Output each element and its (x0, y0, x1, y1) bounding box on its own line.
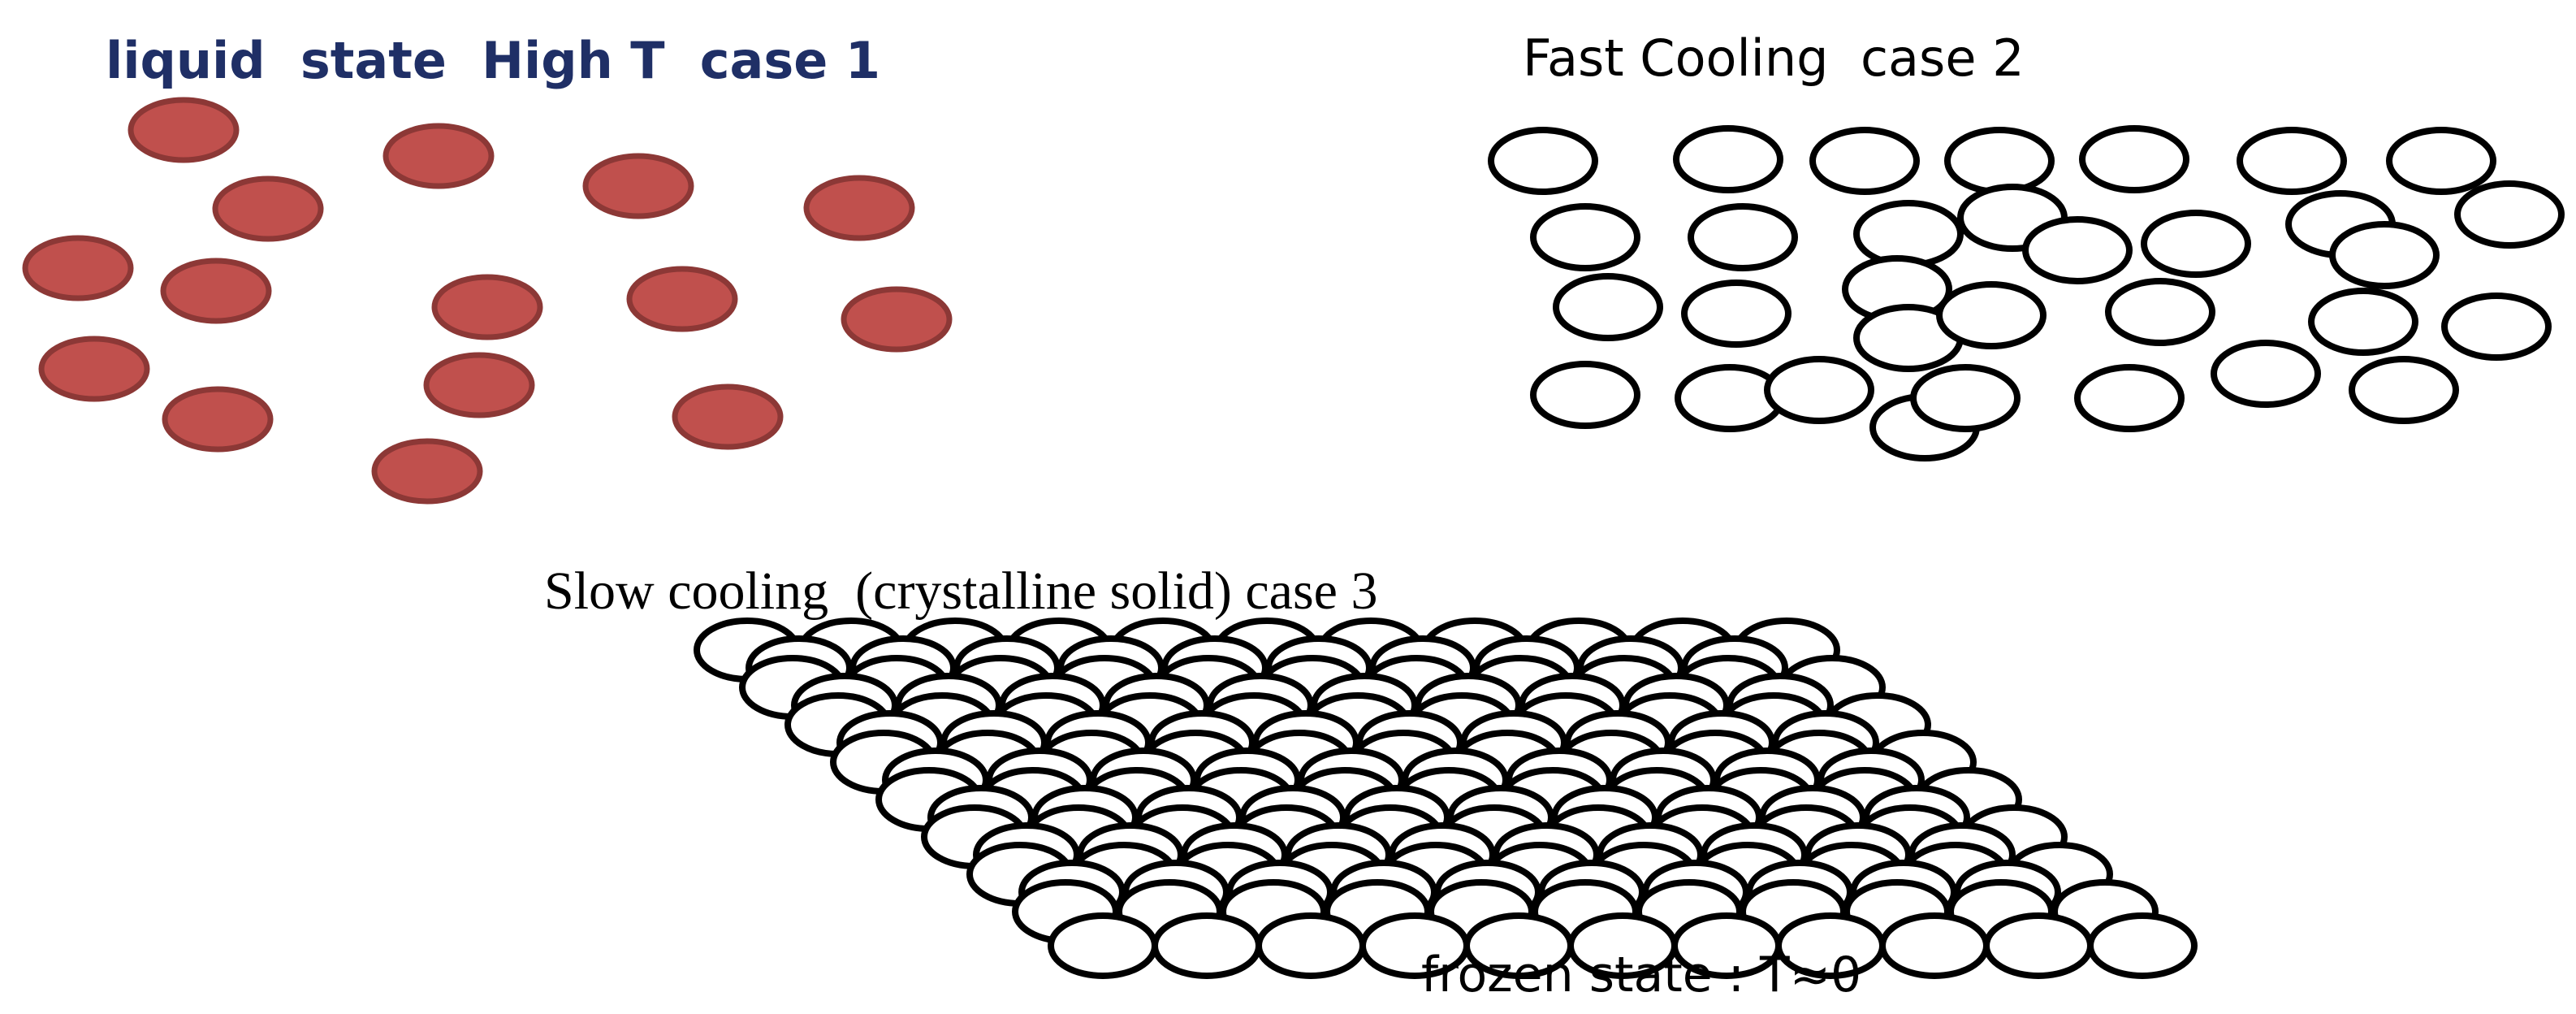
case1-title: liquid state High T case 1 (106, 31, 880, 90)
case2-title: Fast Cooling case 2 (1523, 28, 2025, 88)
amorphous-particle (1764, 356, 1874, 424)
liquid-particle (626, 266, 738, 332)
case3-particles (694, 618, 2198, 979)
liquid-particle (431, 274, 543, 340)
crystal-particle (2087, 912, 2198, 979)
liquid-particle (371, 438, 483, 505)
amorphous-particle (2105, 278, 2215, 346)
amorphous-particle (2074, 364, 2185, 432)
amorphous-particle (2079, 125, 2189, 193)
liquid-particle (423, 352, 535, 418)
amorphous-particle (1530, 203, 1640, 271)
amorphous-particle (1853, 200, 1964, 268)
amorphous-particle (1681, 280, 1792, 348)
amorphous-particle (2141, 210, 2251, 278)
case1-particles (22, 97, 953, 505)
liquid-particle (841, 286, 953, 353)
liquid-particle (212, 176, 324, 242)
case2-particles (1488, 125, 2565, 462)
amorphous-particle (2237, 127, 2347, 195)
amorphous-particle (1809, 127, 1920, 195)
amorphous-particle (2329, 221, 2440, 289)
amorphous-particle (1553, 273, 1663, 341)
amorphous-particle (1944, 127, 2055, 195)
amorphous-particle (2022, 216, 2133, 284)
liquid-particle (582, 153, 694, 219)
crystal-particle (1983, 912, 2094, 979)
amorphous-particle (1910, 364, 2021, 432)
liquid-particle (672, 384, 784, 450)
amorphous-particle (2441, 292, 2552, 361)
liquid-particle (128, 97, 240, 163)
amorphous-particle (1530, 361, 1640, 429)
amorphous-particle (2349, 356, 2459, 424)
liquid-particle (803, 175, 915, 241)
crystal-particle (1879, 912, 1990, 979)
liquid-particle (22, 235, 134, 301)
case3-title: Slow cooling (crystalline solid) case 3 (544, 561, 1377, 621)
amorphous-particle (2308, 288, 2418, 356)
amorphous-particle (1673, 125, 1783, 193)
liquid-particle (160, 258, 272, 324)
amorphous-particle (2454, 180, 2565, 249)
amorphous-particle (1488, 127, 1598, 195)
case1-liquid-panel: liquid state High T case 1 (22, 31, 953, 505)
amorphous-particle (1688, 203, 1798, 271)
amorphous-particle (2211, 340, 2321, 408)
crystal-particle (1256, 912, 1366, 979)
frozen-state-label: frozen state : T≈0 (1421, 947, 1861, 1003)
liquid-particle (38, 336, 150, 402)
amorphous-particle (1936, 281, 2047, 349)
case3-slow-cooling-panel: Slow cooling (crystalline solid) case 3 … (544, 561, 2198, 1003)
crystal-particle (1152, 912, 1262, 979)
liquid-particle (162, 386, 274, 453)
crystal-particle (1048, 912, 1158, 979)
amorphous-particle (2386, 127, 2496, 195)
liquid-particle (383, 123, 495, 189)
case2-fast-cooling-panel: Fast Cooling case 2 (1488, 28, 2565, 462)
